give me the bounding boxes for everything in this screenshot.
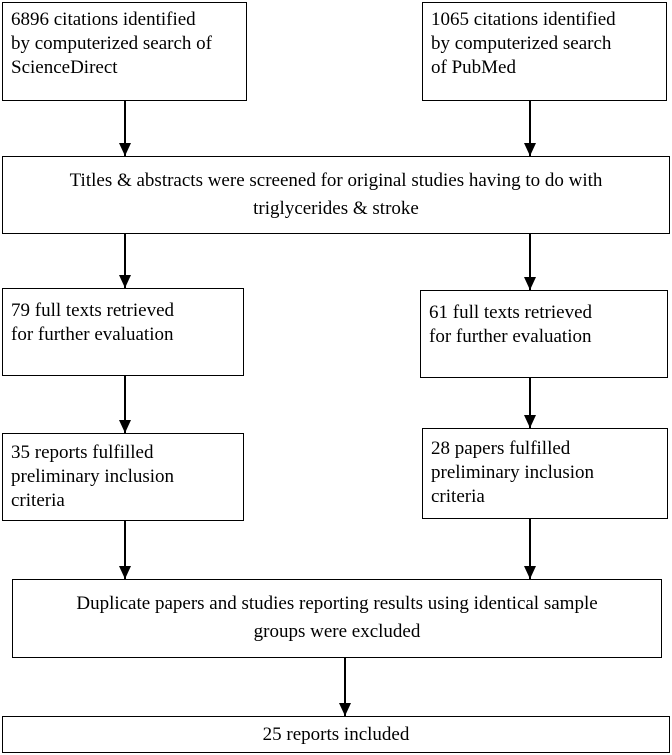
arrow-sciencedirect-to-screening-head (119, 143, 131, 156)
inclusion-left-box: 35 reports fulfilled preliminary inclusi… (2, 433, 244, 521)
box-line: 28 papers fulfilled (431, 438, 571, 459)
box-line: by computerized search of (11, 33, 212, 54)
box-line: groups were excluded (253, 621, 421, 642)
box-line: Titles & abstracts were screened for ori… (69, 170, 603, 191)
box-line: preliminary inclusion (431, 462, 595, 483)
sciencedirect-search-box: 6896 citations identified by computerize… (2, 2, 247, 101)
box-line: 61 full texts retrieved (429, 302, 593, 323)
screening-box: Titles & abstracts were screened for ori… (2, 156, 670, 234)
arrow-inclusion-left-to-duplicates-head (119, 566, 131, 579)
box-line: of PubMed (431, 57, 516, 78)
arrow-fulltext-right-to-inclusion-right-head (524, 415, 536, 428)
inclusion-right-box: 28 papers fulfilled preliminary inclusio… (422, 428, 668, 519)
arrow-screening-to-fulltext-right-head (524, 277, 536, 290)
pubmed-search-box: 1065 citations identified by computerize… (422, 2, 667, 101)
final-box: 25 reports included (2, 716, 670, 753)
box-line: 35 reports fulfilled (11, 442, 154, 463)
box-line: Duplicate papers and studies reporting r… (76, 593, 598, 614)
box-line: for further evaluation (11, 324, 174, 345)
arrow-screening-to-fulltext-left-head (119, 275, 131, 288)
box-line: for further evaluation (429, 326, 592, 347)
box-line: preliminary inclusion (11, 466, 175, 487)
duplicates-box: Duplicate papers and studies reporting r… (12, 579, 662, 658)
arrow-duplicates-to-final-head (339, 703, 351, 716)
box-line: 6896 citations identified (11, 9, 196, 30)
arrow-pubmed-to-screening-head (524, 143, 536, 156)
fulltext-right-box: 61 full texts retrieved for further eval… (420, 290, 668, 378)
fulltext-left-box: 79 full texts retrieved for further eval… (2, 288, 244, 376)
box-line: ScienceDirect (11, 57, 118, 78)
arrow-inclusion-right-to-duplicates-head (524, 566, 536, 579)
box-line: triglycerides & stroke (253, 198, 419, 219)
box-line: 1065 citations identified (431, 9, 616, 30)
arrow-fulltext-left-to-inclusion-left-head (119, 420, 131, 433)
box-line: criteria (431, 486, 485, 507)
box-line: 79 full texts retrieved (11, 300, 175, 321)
box-line: 25 reports included (262, 724, 410, 745)
box-line: criteria (11, 490, 65, 511)
box-line: by computerized search (431, 33, 612, 54)
